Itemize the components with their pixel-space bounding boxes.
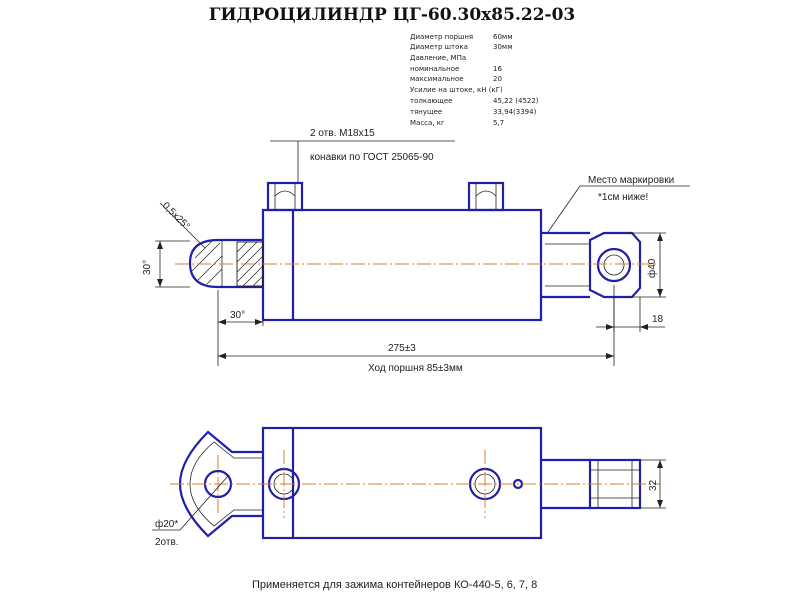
dia20-leader xyxy=(179,475,229,531)
marking-note: Место маркировки xyxy=(588,175,674,186)
port-right xyxy=(467,181,505,212)
spec-table: Диаметр поршня 60мм Диаметр штока 30мм Д… xyxy=(410,33,539,127)
spec-value: 30мм xyxy=(493,43,512,51)
port-left xyxy=(266,181,304,212)
spec-label: Усилие на штоке, кН (кГ) xyxy=(410,86,503,94)
dia20-label: ф20* xyxy=(155,518,178,530)
angle-bottom-label: 30° xyxy=(230,310,245,321)
spec-label: Давление, МПа xyxy=(410,54,466,62)
application-note: Применяется для зажима контейнеров КО-44… xyxy=(252,579,537,591)
spec-label: максимальное xyxy=(410,75,464,83)
spec-value: 20 xyxy=(493,75,502,83)
length-label: 275±3 xyxy=(388,343,416,354)
side-view: 2 отв. М18х15 конавки по ГОСТ 25065-90 xyxy=(142,128,690,374)
dim18-label: 18 xyxy=(652,314,664,325)
thread-note: 2 отв. М18х15 xyxy=(310,128,375,139)
holes-label: 2отв. xyxy=(155,537,179,548)
section-hatch xyxy=(191,240,264,287)
rod-eye xyxy=(588,231,642,299)
spec-label: Диаметр поршня xyxy=(410,33,473,41)
dim32-label: 32 xyxy=(648,479,659,491)
spec-value: 60мм xyxy=(493,33,512,41)
top-view: 32 ф20* 2отв. xyxy=(152,426,666,548)
cylinder-body xyxy=(261,208,543,322)
rear-eye xyxy=(188,238,263,289)
stroke-label: Ход поршня 85±3мм xyxy=(368,363,463,374)
spec-label: Масса, кг xyxy=(410,119,445,127)
groove-note: конавки по ГОСТ 25065-90 xyxy=(310,152,434,163)
spec-label: толкающее xyxy=(410,97,452,105)
marking-note-sub: *1см ниже! xyxy=(598,192,648,203)
spec-value: 16 xyxy=(493,65,502,73)
spec-value: 45,22 (4522) xyxy=(493,97,539,105)
angle-left-label: 30° xyxy=(142,260,153,275)
spec-label: номинальное xyxy=(410,65,459,73)
spec-label: тянущее xyxy=(410,108,442,116)
drawing-title: ГИДРОЦИЛИНДР ЦГ-60.30х85.22-03 xyxy=(209,5,576,25)
spec-label: Диаметр штока xyxy=(410,43,468,51)
chamfer-leader xyxy=(159,202,206,249)
spec-value: 5,7 xyxy=(493,119,504,127)
cylinder-body-plan xyxy=(261,426,543,540)
dia40-label: ф40 xyxy=(646,258,658,278)
rod-eye-bore xyxy=(596,247,632,283)
spec-value: 33,94(3394) xyxy=(493,108,537,116)
chamfer-label: 0,5x25° xyxy=(160,200,192,232)
